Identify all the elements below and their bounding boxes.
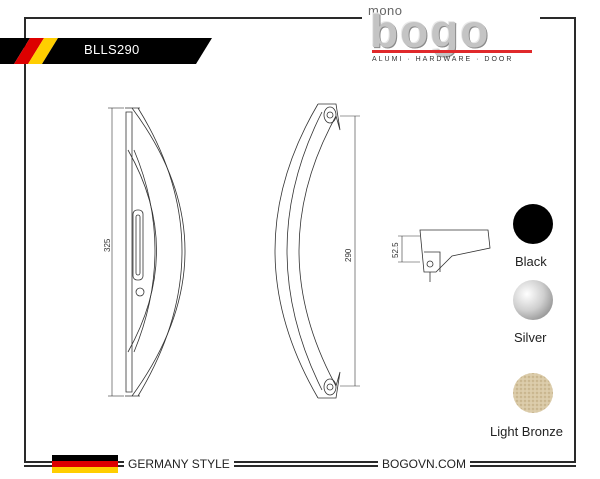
- swatch-black: [513, 204, 553, 244]
- dim-hole-spacing: 290: [344, 248, 353, 262]
- swatch-label-silver: Silver: [514, 330, 547, 345]
- logo-prefix: mono: [368, 3, 403, 18]
- model-banner: [0, 38, 212, 64]
- swatch-silver: [513, 280, 553, 320]
- footer-style-label: GERMANY STYLE: [124, 457, 234, 471]
- banner-graphic: [0, 38, 212, 64]
- footer-website: BOGOVN.COM: [378, 457, 471, 471]
- front-view: [108, 107, 186, 397]
- side-view: [274, 103, 360, 399]
- page-frame: [24, 17, 576, 463]
- swatch-label-black: Black: [515, 254, 547, 269]
- logo-name: bogo: [370, 5, 491, 57]
- logo-accent-line: [372, 50, 532, 53]
- swatch-label-light-bronze: Light Bronze: [490, 424, 563, 439]
- brand-logo: mono bogo ALUMI · HARDWARE · DOOR: [362, 0, 540, 68]
- dim-projection: 52.5: [391, 242, 400, 258]
- footer-line: [24, 465, 576, 467]
- model-code: BLLS290: [84, 42, 140, 57]
- dim-overall-height: 325: [103, 238, 112, 252]
- logo-tagline: ALUMI · HARDWARE · DOOR: [372, 56, 514, 63]
- german-flag: [52, 455, 118, 473]
- profile-view: [398, 229, 491, 282]
- swatch-light-bronze: [513, 373, 553, 413]
